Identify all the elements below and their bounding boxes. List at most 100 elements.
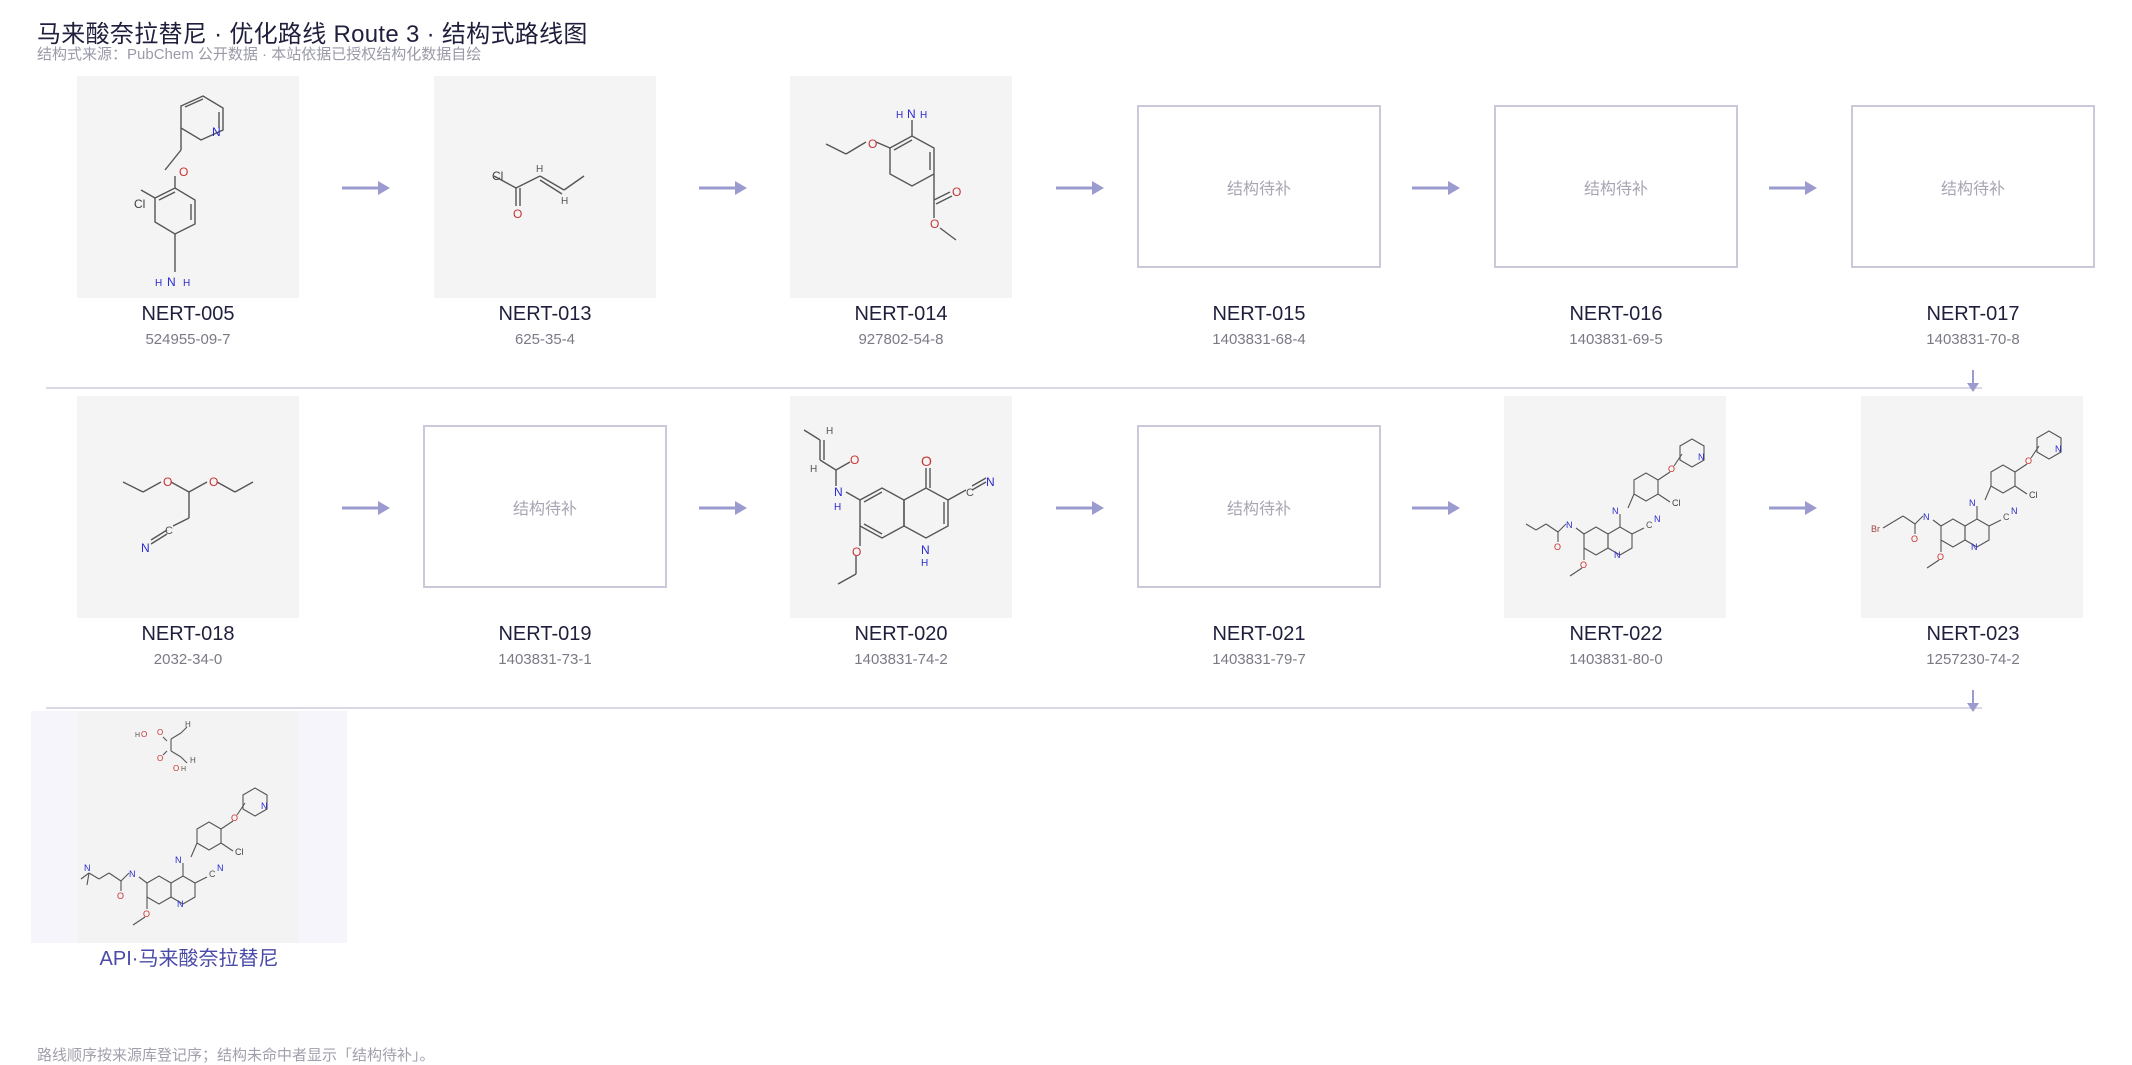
footnote: 路线顺序按来源库登记序；结构未命中者显示「结构待补」。 [37, 1047, 435, 1064]
atom-h: H [155, 278, 162, 289]
node-code: NERT-021 [1212, 623, 1306, 645]
structure-nert-018: O O C N [122, 475, 254, 555]
structure-thumb-nert-023: Br N Cl O N C N N N O O [1861, 396, 2083, 618]
atom-o: O [1937, 552, 1944, 562]
arrow-right-icon [342, 181, 390, 195]
atom-n: N [1923, 512, 1930, 522]
atom-h: H [536, 164, 543, 175]
atom-o: O [1554, 542, 1561, 552]
atom-h: H [185, 720, 191, 729]
arrow-right-icon [1056, 181, 1104, 195]
atom-n: N [907, 107, 916, 121]
atom-h: H [135, 732, 140, 739]
row-connector-line [46, 707, 1982, 709]
atom-h: H [183, 278, 190, 289]
structure-placeholder: 结构待补 [1494, 105, 1738, 268]
atom-n: N [1614, 550, 1621, 560]
atom-n: N [217, 863, 224, 873]
atom-n: N [167, 275, 176, 289]
structure-thumb-nert-014: O N H H O O [790, 76, 1012, 298]
atom-o: O [157, 728, 163, 737]
atom-o: O [513, 207, 522, 221]
atom-br: Br [1871, 524, 1880, 534]
arrow-right-icon [1412, 501, 1460, 515]
node-cas: 1403831-68-4 [1212, 331, 1306, 348]
node-cas: 1403831-70-8 [1926, 331, 2020, 348]
atom-o: O [173, 764, 179, 773]
atom-o: O [157, 754, 163, 763]
atom-n: N [175, 855, 182, 865]
atom-n: N [177, 899, 184, 909]
node-code: NERT-018 [141, 623, 235, 645]
atom-h: H [896, 110, 903, 121]
arrow-right-icon [1769, 181, 1817, 195]
node-cas: 1257230-74-2 [1926, 651, 2020, 668]
structure-thumb-nert-020: O N H H H O N H C N O [790, 396, 1012, 618]
arrow-down-icon [1967, 690, 1979, 712]
atom-o: O [930, 217, 939, 231]
node-cas: 1403831-73-1 [498, 651, 592, 668]
atom-n: N [212, 125, 221, 139]
structure-placeholder: 结构待补 [1137, 105, 1381, 268]
atom-o: O [163, 475, 172, 489]
arrow-right-icon [1056, 501, 1104, 515]
node-cas: 1403831-79-7 [1212, 651, 1306, 668]
atom-o: O [117, 891, 124, 901]
atom-c: C [1646, 520, 1653, 530]
atom-o: O [179, 165, 188, 179]
atom-c: C [966, 487, 974, 499]
atom-c: C [165, 525, 173, 537]
node-cas: 1403831-80-0 [1569, 651, 1663, 668]
arrow-right-icon [699, 181, 747, 195]
node-code: NERT-019 [498, 623, 592, 645]
atom-c: C [209, 869, 216, 879]
atom-o: O [231, 813, 238, 823]
node-code: NERT-023 [1926, 623, 2020, 645]
atom-o: O [143, 909, 150, 919]
structure-thumb-nert-013: Cl O H H [434, 76, 656, 298]
atom-h: H [190, 756, 196, 765]
atom-n: N [141, 541, 150, 555]
structure-placeholder: 结构待补 [423, 425, 667, 588]
node-cas: 625-35-4 [514, 331, 576, 348]
atom-o: O [1580, 560, 1587, 570]
atom-o: O [209, 475, 218, 489]
atom-h: H [920, 110, 927, 121]
structure-nert-023: Br N Cl O N C N N N O O [1871, 430, 2062, 569]
structure-thumb-nert-018: O O C N [77, 396, 299, 618]
atom-n: N [84, 863, 91, 873]
node-code: NERT-016 [1569, 303, 1663, 325]
arrow-right-icon [342, 501, 390, 515]
structure-nert-014: O N H H O O [825, 107, 961, 241]
atom-n: N [921, 543, 930, 557]
atom-cl: Cl [2029, 490, 2038, 500]
atom-o: O [850, 453, 859, 467]
node-code: NERT-020 [854, 623, 948, 645]
atom-o: O [921, 453, 932, 469]
atom-o: O [2025, 456, 2032, 466]
structure-api: H H O O O O H H [80, 720, 268, 926]
node-code: NERT-017 [1926, 303, 2020, 325]
arrow-right-icon [699, 501, 747, 515]
node-cas: 1403831-69-5 [1569, 331, 1663, 348]
node-code: NERT-005 [141, 303, 235, 325]
atom-n: N [834, 485, 843, 499]
atom-h: H [834, 502, 841, 513]
structure-nert-022: N Cl O N C N N N O O [1525, 438, 1705, 577]
atom-cl: Cl [492, 169, 503, 183]
arrow-down-icon [1967, 370, 1979, 392]
node-cas: 927802-54-8 [858, 331, 944, 348]
page-subtitle: 结构式来源：PubChem 公开数据 · 本站依据已授权结构化数据自绘 [37, 46, 482, 63]
atom-cl: Cl [1672, 498, 1681, 508]
arrow-right-icon [1769, 501, 1817, 515]
atom-n: N [2011, 506, 2018, 516]
node-code: NERT-022 [1569, 623, 1663, 645]
atom-n: N [129, 869, 136, 879]
structure-nert-013: Cl O H H [492, 164, 585, 221]
atom-o: O [852, 545, 861, 559]
page-title: 马来酸奈拉替尼 · 优化路线 Route 3 · 结构式路线图 [37, 21, 588, 48]
atom-h: H [921, 558, 928, 569]
node-cas: 524955-09-7 [145, 331, 231, 348]
atom-o: O [952, 185, 961, 199]
atom-o: O [1911, 534, 1918, 544]
